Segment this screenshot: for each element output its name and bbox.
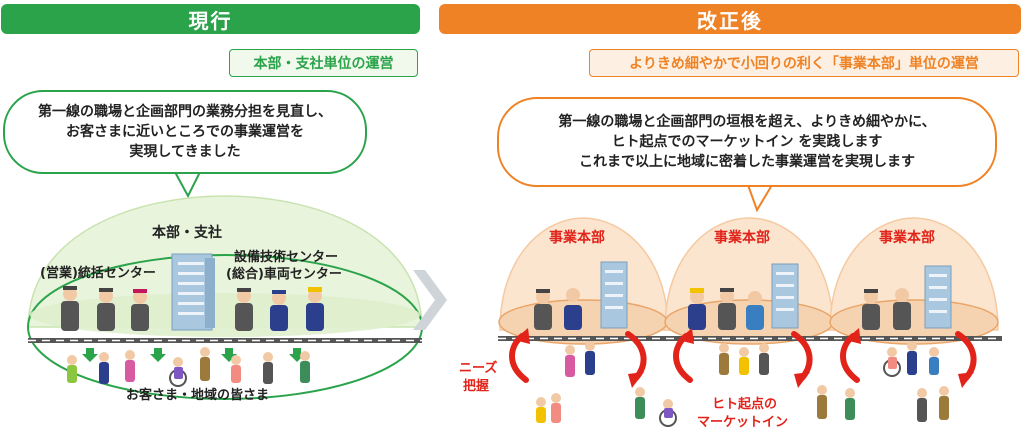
facility-center-label: 設備技術センター bbox=[234, 250, 339, 265]
left-bubble-line-2: お客さまに近いところでの事業運営を bbox=[66, 124, 304, 140]
right-bubble-line-3: これまで以上に地域に密着した事業運営を実現します bbox=[579, 154, 915, 170]
left-customer-icons bbox=[67, 347, 310, 387]
left-bubble-line-1: 第一線の職場と企画部門の業務分担を見直し、 bbox=[38, 104, 332, 120]
left-floor bbox=[30, 293, 420, 337]
hq-label: 本部・支社 bbox=[152, 225, 222, 241]
transition-chevron bbox=[413, 270, 447, 330]
left-bubble-tail bbox=[173, 171, 202, 199]
market-in-label-line-2: マーケットイン bbox=[697, 415, 789, 430]
left-dome bbox=[27, 195, 423, 328]
needs-label-line-1: ニーズ bbox=[459, 361, 498, 376]
dome-label-3: 事業本部 bbox=[879, 230, 935, 246]
right-speech-bubble: 第一線の職場と企画部門の垣根を超え、よりきめ細やかに、 ヒト起点でのマーケットイ… bbox=[497, 97, 997, 187]
right-header: 改正後 bbox=[439, 4, 1021, 34]
right-arrow-heads bbox=[514, 328, 974, 388]
left-header: 現行 bbox=[1, 4, 420, 34]
right-tag: よりきめ細やかで小回りの利く「事業本部」単位の運営 bbox=[589, 49, 1019, 77]
left-bubble-line-3: 実現してきました bbox=[129, 144, 241, 160]
sales-center-label: (営業)統括センター bbox=[40, 266, 156, 281]
market-in-label-line-1: ヒト起点の bbox=[712, 397, 778, 412]
left-building-icon bbox=[171, 253, 215, 331]
right-customer-icons bbox=[536, 341, 949, 427]
right-bubble-line-1: 第一線の職場と企画部門の垣根を超え、よりきめ細やかに、 bbox=[558, 114, 936, 130]
right-bubble-tail bbox=[746, 184, 774, 213]
dome-label-2: 事業本部 bbox=[714, 230, 770, 246]
dome-label-1: 事業本部 bbox=[549, 230, 605, 246]
left-staff-icons bbox=[61, 286, 324, 331]
right-bubble-line-2: ヒト起点でのマーケットイン を実践します bbox=[611, 134, 883, 150]
customers-label: お客さま・地域の皆さま bbox=[126, 388, 270, 403]
left-speech-bubble: 第一線の職場と企画部門の業務分担を見直し、 お客さまに近いところでの事業運営を … bbox=[3, 90, 367, 174]
right-staff-icons bbox=[534, 288, 911, 330]
left-down-arrows bbox=[82, 348, 305, 362]
vehicle-center-label: (総合)車両センター bbox=[226, 267, 342, 282]
left-tag: 本部・支社単位の運営 bbox=[229, 49, 418, 77]
needs-label-line-2: 把握 bbox=[463, 379, 490, 394]
